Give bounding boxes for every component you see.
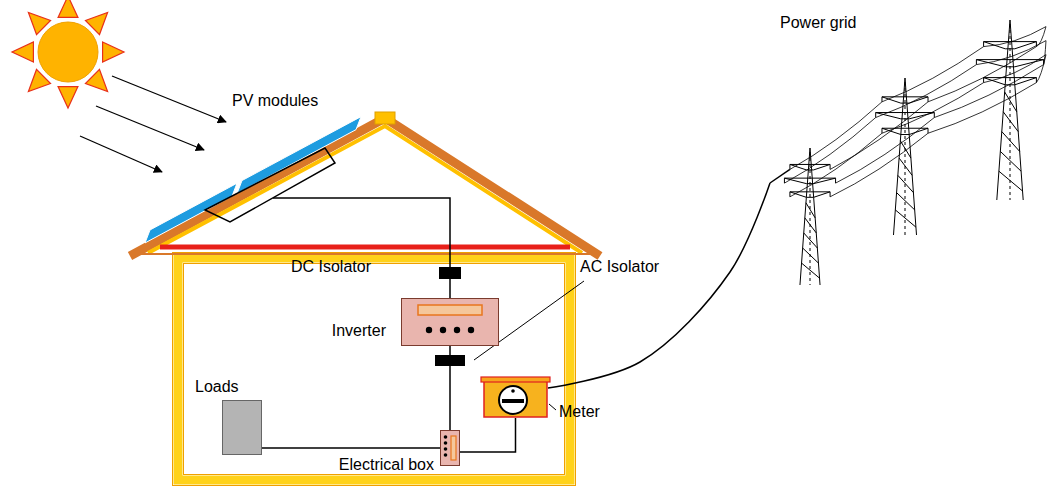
pv-modules: PV modules [135, 88, 367, 238]
inverter: Inverter [401, 298, 499, 346]
wire [460, 418, 516, 452]
electrical-box-shape [440, 430, 460, 466]
part-label: Electrical box [339, 456, 434, 474]
power-grid: Power grid [770, 8, 1050, 292]
loads-box [223, 401, 262, 455]
isolator-block [435, 355, 465, 366]
pv-wiring [205, 148, 335, 222]
inverter-shape [401, 298, 499, 346]
inverter-box [402, 299, 499, 346]
pv-wiring [273, 197, 367, 199]
ac-isolator: AC Isolator [435, 355, 465, 366]
part-label: Loads [195, 378, 239, 396]
sun-ray [103, 42, 124, 62]
part-label: PV modules [232, 92, 318, 110]
breaker-slot [451, 436, 456, 460]
sun-ray-arrow [112, 76, 226, 122]
roof [130, 118, 600, 256]
wire [449, 279, 451, 298]
breaker-dot [444, 435, 448, 439]
wire [367, 198, 450, 267]
leader-line [549, 404, 556, 410]
house-wall [178, 258, 570, 480]
breaker-dot [444, 441, 448, 445]
pylon [876, 78, 935, 235]
meter-dial [499, 386, 527, 414]
loads: Loads [222, 400, 262, 455]
loads-shape [222, 400, 262, 455]
ceiling-bar [160, 245, 570, 250]
part-label: Inverter [332, 322, 386, 340]
ac-isolator-shape [435, 355, 465, 366]
meter-needle [502, 399, 524, 403]
meter-shape [483, 377, 548, 418]
inverter-button [426, 327, 432, 333]
inverter-display [418, 305, 482, 315]
house-wall-edge [173, 253, 576, 486]
meter: Meter [483, 377, 548, 418]
pv-modules-shape [135, 88, 367, 238]
electrical-box: Electrical box [440, 430, 460, 466]
roof-ridge-box [375, 112, 395, 124]
wire [449, 366, 451, 430]
roof-inner [148, 126, 582, 253]
dc-isolator-shape [439, 267, 461, 279]
sun-ray-arrow [96, 106, 204, 150]
part-label: Power grid [780, 14, 856, 32]
inverter-button [454, 327, 460, 333]
sun-ray [58, 87, 78, 108]
inverter-button [468, 327, 474, 333]
part-label: DC Isolator [291, 258, 371, 276]
inverter-button [440, 327, 446, 333]
sun-ray [58, 0, 78, 17]
meter-dot [511, 389, 515, 393]
part-label: AC Isolator [580, 258, 659, 276]
roof-base [140, 253, 592, 255]
power-lines [784, 27, 1046, 197]
wire [262, 447, 440, 449]
breaker-dot [444, 453, 448, 457]
breaker-dot [444, 447, 448, 451]
wire [449, 346, 451, 355]
power-grid-shape [770, 8, 1050, 292]
meter-body [484, 381, 547, 417]
sun-ray [12, 42, 33, 62]
electrical-box [441, 431, 460, 466]
sun [12, 0, 124, 108]
dc-isolator: DC Isolator [439, 267, 461, 279]
sun-disc [38, 22, 98, 82]
sun-ray-arrow [80, 136, 162, 172]
pv-panel [145, 183, 237, 243]
wire [548, 183, 770, 388]
pv-panel [237, 117, 361, 194]
house-wall-edge [184, 264, 565, 475]
service-line [770, 169, 790, 183]
meter-top [481, 377, 550, 382]
part-label: Meter [559, 403, 600, 421]
isolator-block [439, 267, 461, 279]
